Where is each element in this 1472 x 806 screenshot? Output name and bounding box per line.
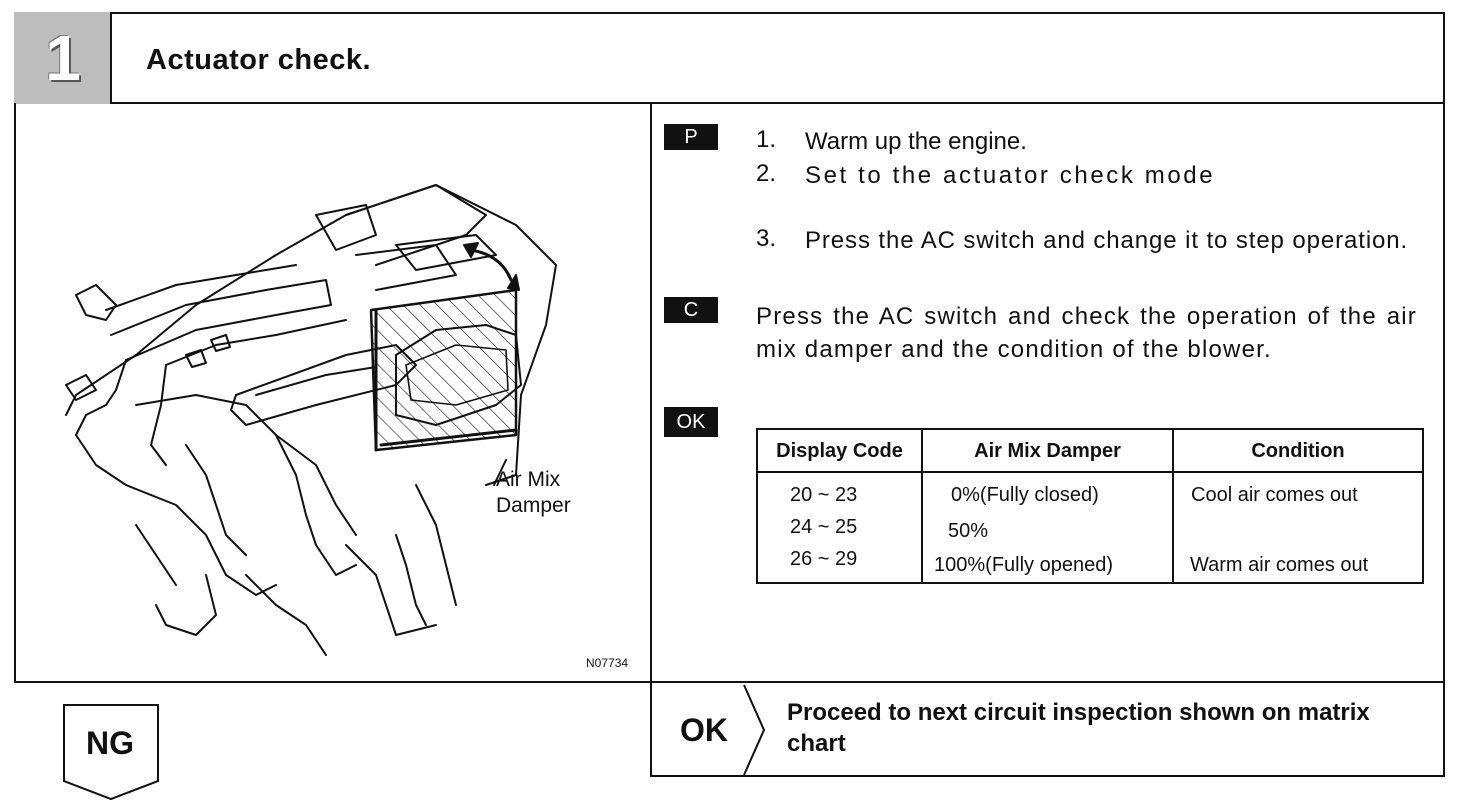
table-divider [1172,430,1174,584]
ok-branch-text: Proceed to next circuit inspection shown… [787,699,1370,757]
ok-branch-label: OK [680,712,728,748]
table-header-air-mix-damper: Air Mix Damper [974,439,1121,462]
step-3-text: Press the AC switch and change it to ste… [805,227,1409,254]
table-header-condition: Condition [1251,439,1345,462]
prep-badge: P [664,124,718,150]
check-badge: C [664,297,718,323]
step-number-box [14,12,112,104]
table-header-display-code: Display Code [776,439,903,462]
chevron-right-icon [743,684,766,776]
table-divider [921,430,923,584]
table-divider [758,471,1422,473]
table-cell: Cool air comes out [1191,484,1358,506]
ng-branch-label: NG [86,725,134,761]
table-cell: 0%(Fully closed) [951,484,1099,506]
ng-arrow-box [63,704,159,801]
table-cell: 50% [948,520,989,542]
step-1-number: 1. [756,126,777,153]
page-title: Actuator check. [146,44,372,76]
instructions-panel [650,103,1445,683]
ok-branch-panel [650,683,1445,777]
table-cell: 26 ~ 29 [790,548,858,570]
step-2-number: 2. [756,160,777,187]
table-cell: 100%(Fully opened) [934,554,1113,576]
air-mix-damper-label: Air Mix Damper [496,467,571,519]
figure-label-line2: Damper [496,494,571,517]
figure-label-line1: Air Mix [496,468,561,491]
step-number: 1 [45,22,81,94]
result-badge: OK [664,407,718,437]
step-2-text: Set to the actuator check mode [805,162,1216,189]
table-cell: Warm air comes out [1190,554,1369,576]
step-1-text: Warm up the engine. [805,128,1027,155]
step-3-number: 3. [756,225,777,252]
air-mix-damper-illustration [65,184,557,656]
figure-panel [14,103,652,683]
table-cell: 20 ~ 23 [790,484,858,506]
table-cell: 24 ~ 25 [790,516,858,538]
figure-code: N07734 [586,656,629,670]
damper-table [756,428,1424,584]
check-instruction: Press the AC switch and check the operat… [756,303,1417,363]
